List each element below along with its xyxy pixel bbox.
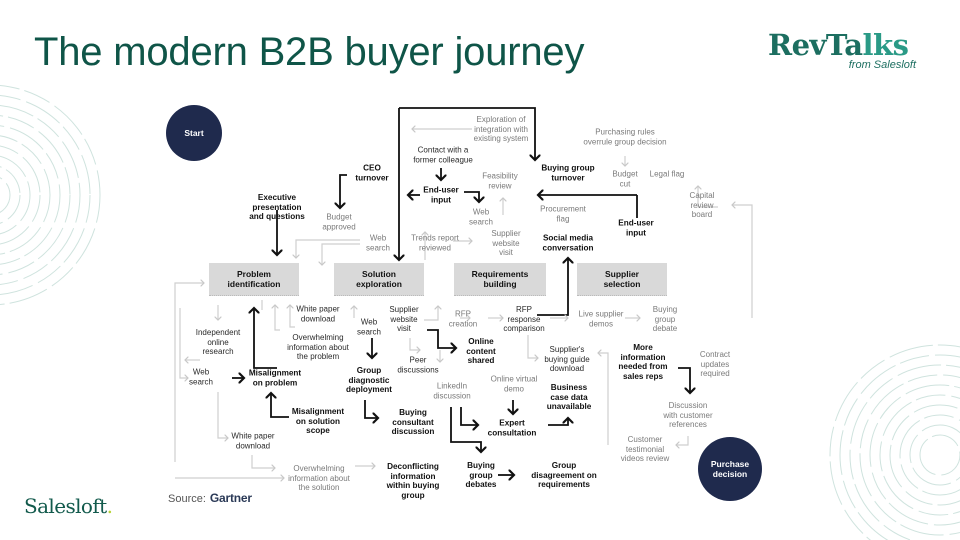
connector	[678, 367, 690, 393]
connector	[427, 329, 456, 348]
connector	[261, 300, 280, 331]
connector	[527, 335, 538, 358]
node-white-paper-1: White paper download	[296, 304, 340, 324]
connector	[399, 107, 535, 160]
node-executive-presentation: Executive presentation and questions	[249, 192, 305, 221]
connector	[179, 308, 188, 378]
connector	[464, 191, 479, 202]
connector	[676, 436, 689, 445]
node-end-user-input-1: End-user input	[423, 185, 459, 205]
node-buying-group-debates: Buying group debates	[465, 460, 497, 489]
node-deconflicting: Deconflicting information within buying …	[386, 462, 440, 500]
node-online-content-shared: Online content shared	[466, 336, 496, 365]
connector	[598, 353, 609, 445]
node-supplier-buying-guide: Supplier's buying guide download	[544, 344, 590, 373]
node-buying-consultant: Buying consultant discussion	[391, 407, 435, 436]
node-budget-approved: Budget approved	[322, 212, 356, 232]
source-label: Source:	[168, 493, 206, 505]
connector	[271, 393, 289, 418]
node-independent-research: Independent online research	[195, 327, 241, 356]
node-buying-group-turnover: Buying group turnover	[541, 163, 595, 183]
connector	[254, 308, 277, 369]
node-rfp-creation: RFP creation	[448, 309, 478, 329]
connector	[698, 186, 718, 208]
node-web-search-top: Web search	[365, 233, 391, 253]
node-business-case: Business case data unavailable	[546, 382, 592, 411]
connector	[548, 418, 568, 426]
stage-requirements-building: Requirements building	[454, 263, 546, 296]
node-buying-group-debate: Buying group debate	[652, 304, 678, 333]
node-testimonial-videos: Customer testimonial videos review	[620, 434, 670, 463]
node-group-disagreement: Group disagreement on requirements	[531, 460, 597, 489]
node-contact-colleague: Contact with a former colleague	[413, 145, 473, 165]
node-contract-updates: Contract updates required	[699, 349, 731, 378]
connector	[732, 205, 753, 318]
node-feasibility-review: Feasibility review	[482, 171, 518, 191]
node-overwhelming-problem: Overwhelming information about the probl…	[287, 332, 349, 361]
connector	[217, 392, 228, 438]
node-linkedin-discussion: LinkedIn discussion	[433, 381, 471, 401]
connector	[450, 407, 481, 452]
node-supplier-website-top: Supplier website visit	[491, 228, 521, 257]
node-procurement-flag: Procurement flag	[540, 204, 586, 224]
salesloft-logo-text: Salesloft	[24, 494, 107, 518]
purchase-decision-circle: Purchase decision	[698, 437, 762, 501]
revtalks-logo: RevTalks from Salesloft	[768, 29, 938, 71]
node-end-user-input-2: End-user input	[618, 218, 654, 238]
node-web-search-solution: Web search	[356, 317, 382, 337]
node-ceo-turnover: CEO turnover	[355, 163, 389, 183]
node-budget-cut: Budget cut	[612, 169, 638, 189]
node-legal-flag: Legal flag	[649, 169, 685, 179]
node-social-media: Social media conversation	[542, 233, 594, 253]
stage-problem-identification: Problem identification	[209, 263, 299, 296]
stage-solution-exploration: Solution exploration	[334, 263, 424, 296]
connector	[174, 283, 204, 462]
node-misalignment-scope: Misalignment on solution scope	[291, 406, 345, 435]
connector	[340, 174, 347, 208]
gartner-logo: Gartner	[209, 491, 252, 505]
connector	[251, 455, 275, 468]
node-capital-review-board: Capital review board	[689, 190, 715, 219]
brand-main-b: lks	[862, 28, 909, 62]
source-caption: Source:Gartner	[168, 491, 252, 505]
node-peer-discussions: Peer discussions	[397, 355, 439, 375]
node-web-search-mid: Web search	[468, 207, 494, 227]
node-misalignment-problem: Misalignment on problem	[248, 368, 302, 388]
node-online-virtual-demo: Online virtual demo	[490, 374, 538, 394]
connector	[538, 195, 638, 218]
start-circle: Start	[166, 105, 222, 161]
connector	[364, 400, 378, 418]
node-live-supplier-demos: Live supplier demos	[578, 309, 624, 329]
connector	[460, 407, 478, 425]
node-overwhelming-solution: Overwhelming information about the solut…	[288, 463, 350, 492]
connector	[424, 306, 438, 321]
connector	[409, 338, 420, 350]
brand-subtitle: from Salesloft	[848, 59, 916, 71]
connector	[290, 305, 295, 328]
node-expert-consultation: Expert consultation	[487, 418, 537, 438]
node-more-information: More information needed from sales reps	[618, 343, 668, 381]
salesloft-logo: Salesloft.	[24, 494, 113, 518]
node-web-search-left: Web search	[188, 367, 214, 387]
slide-title: The modern B2B buyer journey	[34, 30, 585, 74]
salesloft-logo-dot: .	[106, 494, 113, 518]
brand-main-a: RevTa	[768, 28, 863, 62]
connector	[322, 243, 360, 265]
node-exploration-integration: Exploration of integration with existing…	[473, 114, 529, 143]
stage-supplier-selection: Supplier selection	[577, 263, 667, 296]
node-group-diagnostic: Group diagnostic deployment	[346, 365, 392, 394]
node-purchasing-rules: Purchasing rules overrule group decision	[583, 127, 667, 147]
node-trends-report: Trends report reviewed	[411, 233, 459, 253]
node-supplier-website-mid: Supplier website visit	[389, 304, 419, 333]
node-rfp-comparison: RFP response comparison	[503, 304, 545, 333]
connector	[296, 239, 360, 258]
node-customer-references: Discussion with customer references	[663, 400, 713, 429]
node-white-paper-2: White paper download	[231, 431, 275, 451]
